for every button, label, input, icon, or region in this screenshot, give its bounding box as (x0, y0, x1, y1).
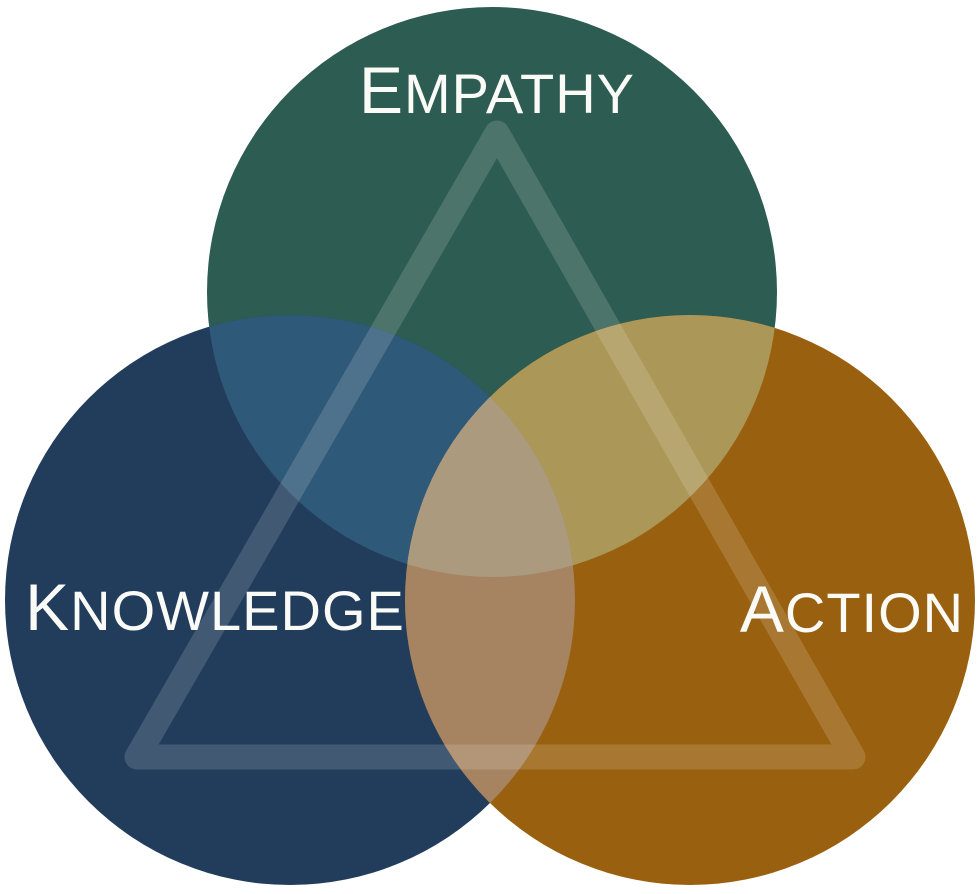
knowledge-label: Knowledge (25, 570, 405, 644)
empathy-action-overlap (405, 315, 777, 577)
action-label: Action (739, 572, 965, 646)
empathy-label: Empathy (358, 53, 636, 127)
triangle-outline-icon (124, 120, 866, 770)
empathy-knowledge-overlap (207, 315, 575, 577)
